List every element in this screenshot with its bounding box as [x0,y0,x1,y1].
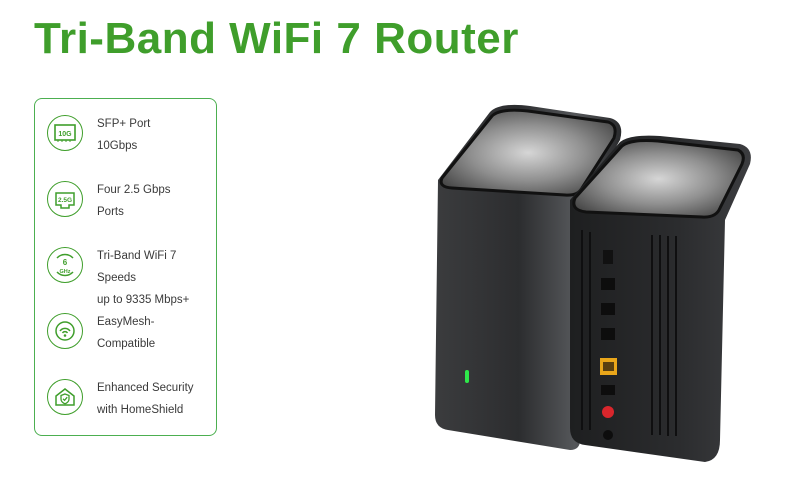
svg-text:2.5G: 2.5G [58,197,72,204]
feature-panel: 10G SFP+ Port 10Gbps 2.5G Four 2.5 Gbps … [34,98,217,436]
feature-2.5g-ports: 2.5G Four 2.5 Gbps Ports [47,179,217,223]
dc-power-jack [603,430,613,440]
feature-text: Four 2.5 Gbps Ports [97,184,171,218]
feature-text: Enhanced Security with HomeShield [97,382,194,416]
feature-text: SFP+ Port 10Gbps [97,118,151,152]
feature-text: EasyMesh- Compatible [97,316,156,350]
router-product-image [435,104,751,462]
lan-port [601,278,615,290]
usb-port [603,250,613,264]
homeshield-icon [47,379,83,415]
svg-text:10G: 10G [58,131,72,138]
sfp-port [601,385,615,395]
lan-port [601,328,615,340]
page-title: Tri-Band WiFi 7 Router [34,14,519,63]
feature-text: Tri-Band WiFi 7 Speeds up to 9335 Mbps+ [97,250,190,306]
easymesh-icon [47,313,83,349]
power-button [602,406,614,418]
feature-tri-band: 6 GHz Tri-Band WiFi 7 Speeds up to 9335 … [47,245,217,306]
2.5g-port-icon: 2.5G [47,181,83,217]
feature-easymesh: EasyMesh- Compatible [47,311,217,355]
10g-port-icon: 10G [47,115,83,151]
wifi-6ghz-icon: 6 GHz [47,247,83,283]
svg-text:6: 6 [63,258,68,267]
feature-homeshield: Enhanced Security with HomeShield [47,377,217,421]
feature-sfp-port: 10G SFP+ Port 10Gbps [47,113,217,157]
led-indicator [465,370,469,383]
lan-port [601,303,615,315]
router-rear [570,135,751,462]
svg-text:GHz: GHz [60,269,71,275]
